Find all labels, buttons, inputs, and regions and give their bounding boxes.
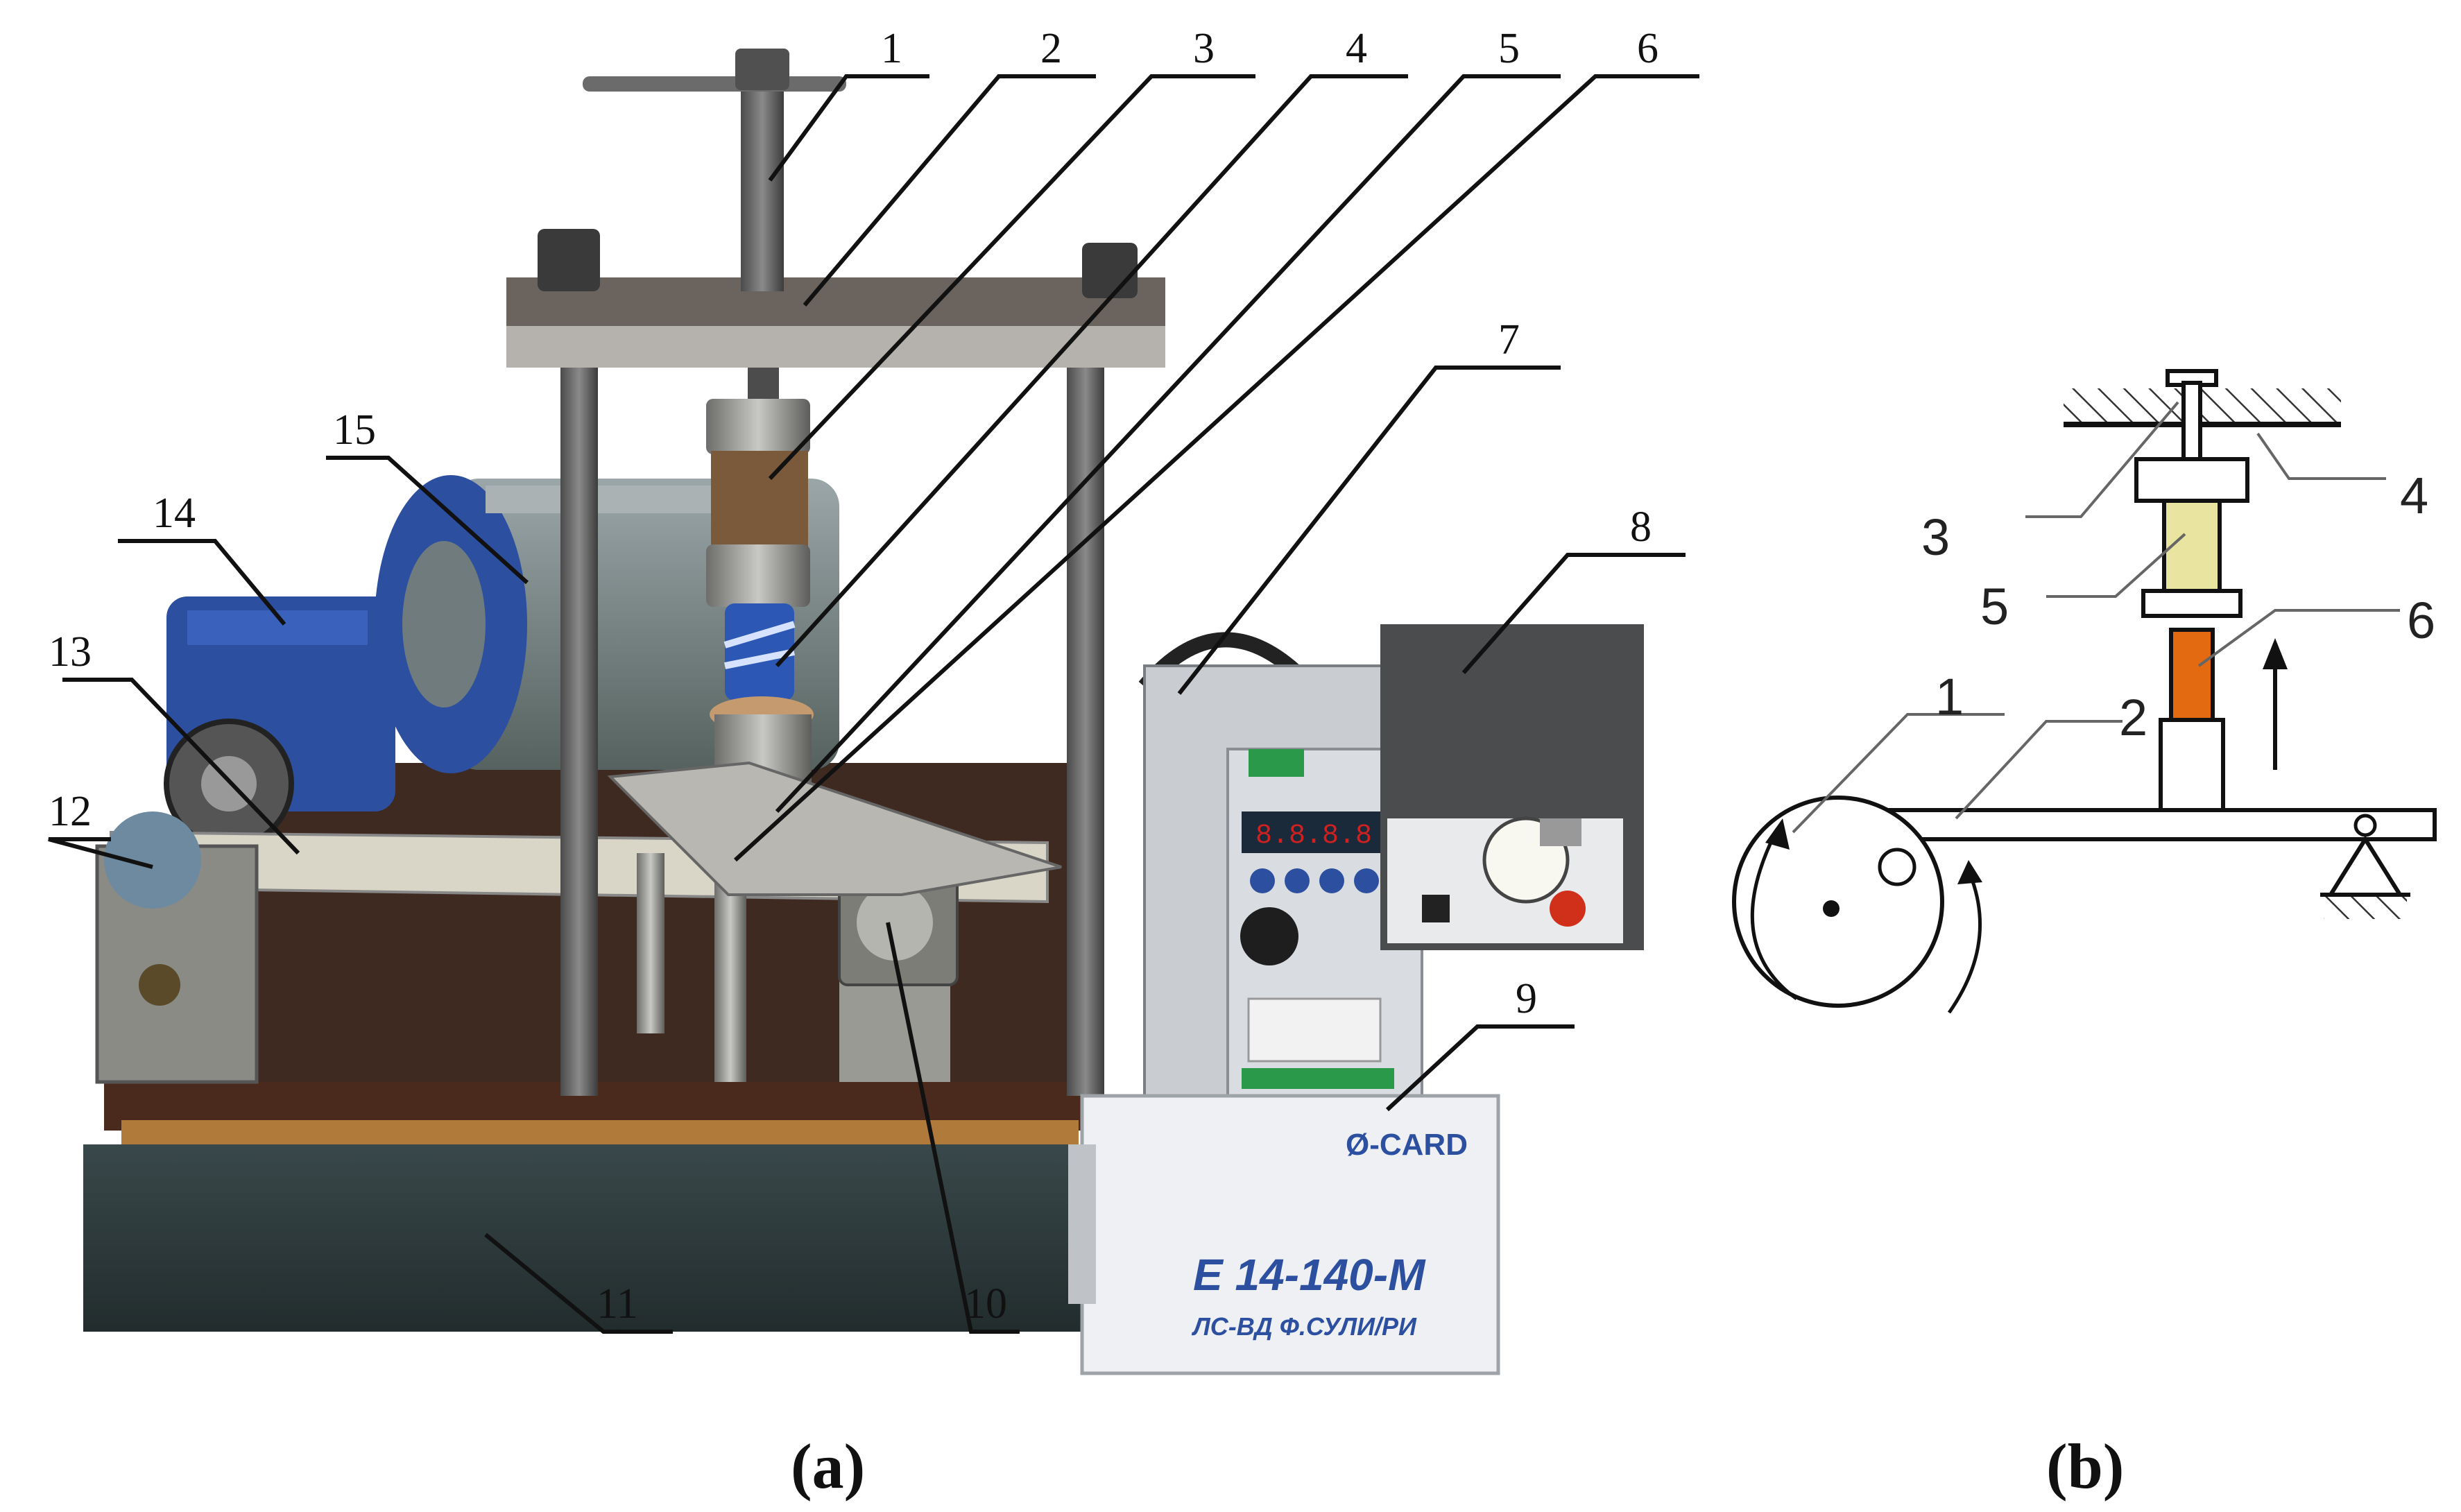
schema-num-3: 3	[1921, 508, 1950, 566]
power-supply-unit	[1380, 624, 1644, 950]
schema-pivot-hatch	[2324, 895, 2407, 919]
callout-15: 15	[333, 406, 376, 454]
photo-callout-numbers: 1 2 3 4 5 6 7 8 9 10 11 12 13 14 15	[49, 25, 1658, 1328]
schema-num-6: 6	[2407, 592, 2435, 649]
callout-2: 2	[1040, 25, 1062, 72]
callout-4: 4	[1346, 25, 1367, 72]
daq-model: E 14-140-M	[1193, 1250, 1426, 1300]
schema-num-2: 2	[2119, 689, 2147, 746]
schema-middle-block	[2141, 589, 2243, 618]
schema-upper-block	[2134, 457, 2249, 503]
schema-lever-pin	[2353, 814, 2377, 837]
schema-screw	[2181, 381, 2202, 461]
column-right	[1067, 361, 1104, 1096]
callout-11: 11	[597, 1280, 638, 1328]
schema-disk-center	[1823, 900, 1840, 917]
base-frame	[83, 1144, 1096, 1332]
photo-panel: 8.8.8.8 Ø-CARD E 14-140-M ЛС-ВД Ф.СУЛИ/Р	[83, 49, 1644, 1375]
callout-14: 14	[153, 490, 196, 537]
callout-6: 6	[1637, 25, 1658, 72]
daq-brand: Ø-CARD	[1346, 1128, 1468, 1162]
callout-8: 8	[1630, 504, 1652, 551]
schema-lever	[1840, 808, 2437, 841]
column-left	[560, 347, 598, 1096]
callout-13: 13	[49, 628, 92, 676]
guide-rod-2	[637, 853, 664, 1033]
photo-callouts	[48, 74, 1699, 1334]
callout-12: 12	[49, 788, 92, 835]
caption-b: (b)	[2046, 1431, 2124, 1502]
schema-num-4: 4	[2400, 467, 2428, 524]
schema-rotation-arrow-left	[1750, 831, 1798, 1001]
schema-eccentric-disk	[1732, 796, 1944, 1008]
callout-5: 5	[1498, 25, 1520, 72]
callout-7: 7	[1498, 316, 1520, 363]
callout-10: 10	[964, 1280, 1007, 1328]
schema-specimen	[2169, 628, 2215, 722]
daq-box: Ø-CARD E 14-140-M ЛС-ВД Ф.СУЛИ/РИ	[1068, 1094, 1500, 1375]
schema-rotation-arrowhead-left	[1765, 818, 1790, 850]
loading-plate	[607, 761, 1062, 896]
schema-roller	[1878, 848, 1917, 886]
schema-load-arrow-head	[2263, 638, 2288, 669]
load-cell-cartridge	[706, 399, 810, 607]
svg-text:8.8.8.8: 8.8.8.8	[1255, 821, 1372, 852]
schema-rotation-arrowhead-right	[1957, 860, 1982, 884]
schema-num-5: 5	[1980, 578, 2009, 635]
caption-a: (a)	[791, 1431, 865, 1502]
schema-num-1: 1	[1935, 668, 1964, 725]
sample	[723, 603, 796, 701]
schematic-panel: 1 2 3 4 5 6	[1732, 369, 2437, 1014]
daq-sub: ЛС-ВД Ф.СУЛИ/РИ	[1191, 1312, 1417, 1341]
eccentric-bracket	[95, 811, 259, 1084]
schema-pivot	[2326, 835, 2404, 897]
top-crossbar	[506, 229, 1165, 368]
base-wood-strip	[121, 1120, 1079, 1148]
callout-3: 3	[1193, 25, 1215, 72]
schema-lower-holder	[2159, 718, 2225, 812]
callout-1: 1	[881, 25, 902, 72]
schema-rotation-arrow-right	[1947, 873, 1982, 1014]
callout-9: 9	[1516, 975, 1537, 1022]
schema-leaders	[1792, 401, 2400, 834]
